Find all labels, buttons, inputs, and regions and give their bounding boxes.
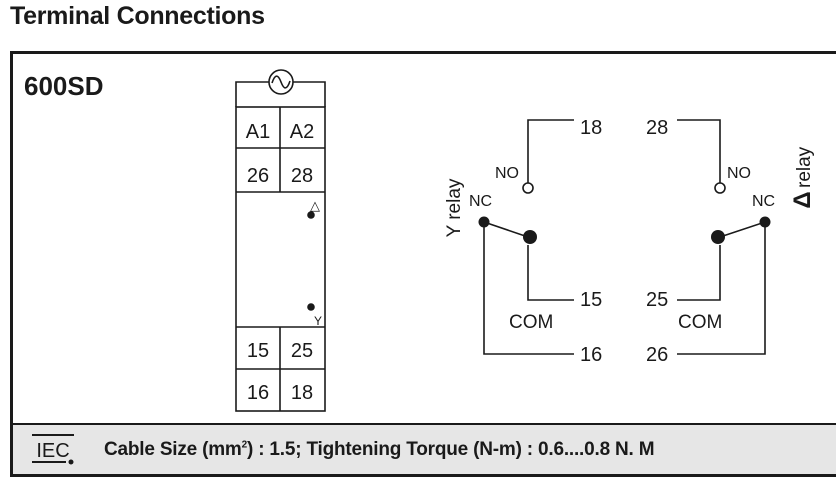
cable-spec: Cable Size (mm2) : 1.5; Tightening Torqu… [104, 439, 655, 461]
terminal-a1: A1 [246, 121, 270, 143]
page-title: Terminal Connections [10, 2, 265, 30]
terminal-26: 26 [247, 165, 269, 187]
terminal-18: 18 [291, 382, 313, 404]
y-com-contact [523, 230, 537, 244]
delta-led-dot [307, 211, 315, 219]
iec-logo-text: IEC [36, 440, 69, 462]
diagram-panel [10, 51, 836, 423]
delta-relay-symbol: Δ [789, 191, 816, 208]
y-nc-label: NC [469, 193, 492, 210]
model-name: 600SD [24, 71, 104, 101]
star-marker: Y [314, 314, 322, 328]
y-com-terminal: 15 [580, 289, 602, 311]
terminal-16: 16 [247, 382, 269, 404]
y-relay-contact [483, 119, 574, 355]
y-nc-terminal: 16 [580, 344, 602, 366]
delta-nc-label: NC [752, 193, 775, 210]
delta-marker: △ [310, 198, 320, 213]
cable-sup: 2 [241, 439, 248, 451]
iec-logo-icon: IEC [32, 434, 74, 465]
y-relay-title: Y relay [444, 178, 465, 237]
y-com-label: COM [509, 312, 553, 333]
y-no-terminal: 18 [580, 117, 602, 139]
delta-no-contact [714, 182, 726, 194]
delta-com-contact [711, 230, 725, 244]
terminal-15: 15 [247, 340, 269, 362]
terminal-block [235, 106, 326, 412]
star-led-dot [307, 303, 315, 311]
terminal-25: 25 [291, 340, 313, 362]
y-no-contact [522, 182, 534, 194]
terminal-28: 28 [291, 165, 313, 187]
delta-nc-contact [759, 216, 771, 228]
delta-relay-contact [677, 119, 766, 355]
delta-com-terminal: 25 [646, 289, 668, 311]
delta-no-label: NO [727, 165, 751, 182]
ac-supply-icon [235, 69, 326, 107]
cable-rest: ) : 1.5; Tightening Torque (N-m) : 0.6..… [247, 439, 655, 460]
footer-bar [10, 423, 836, 477]
y-nc-contact [478, 216, 490, 228]
delta-relay-title: relay [794, 146, 815, 188]
cable-prefix: Cable Size (mm [104, 439, 242, 460]
delta-nc-terminal: 26 [646, 344, 668, 366]
y-no-label: NO [495, 165, 519, 182]
delta-no-terminal: 28 [646, 117, 668, 139]
terminal-a2: A2 [290, 121, 314, 143]
delta-com-label: COM [678, 312, 722, 333]
